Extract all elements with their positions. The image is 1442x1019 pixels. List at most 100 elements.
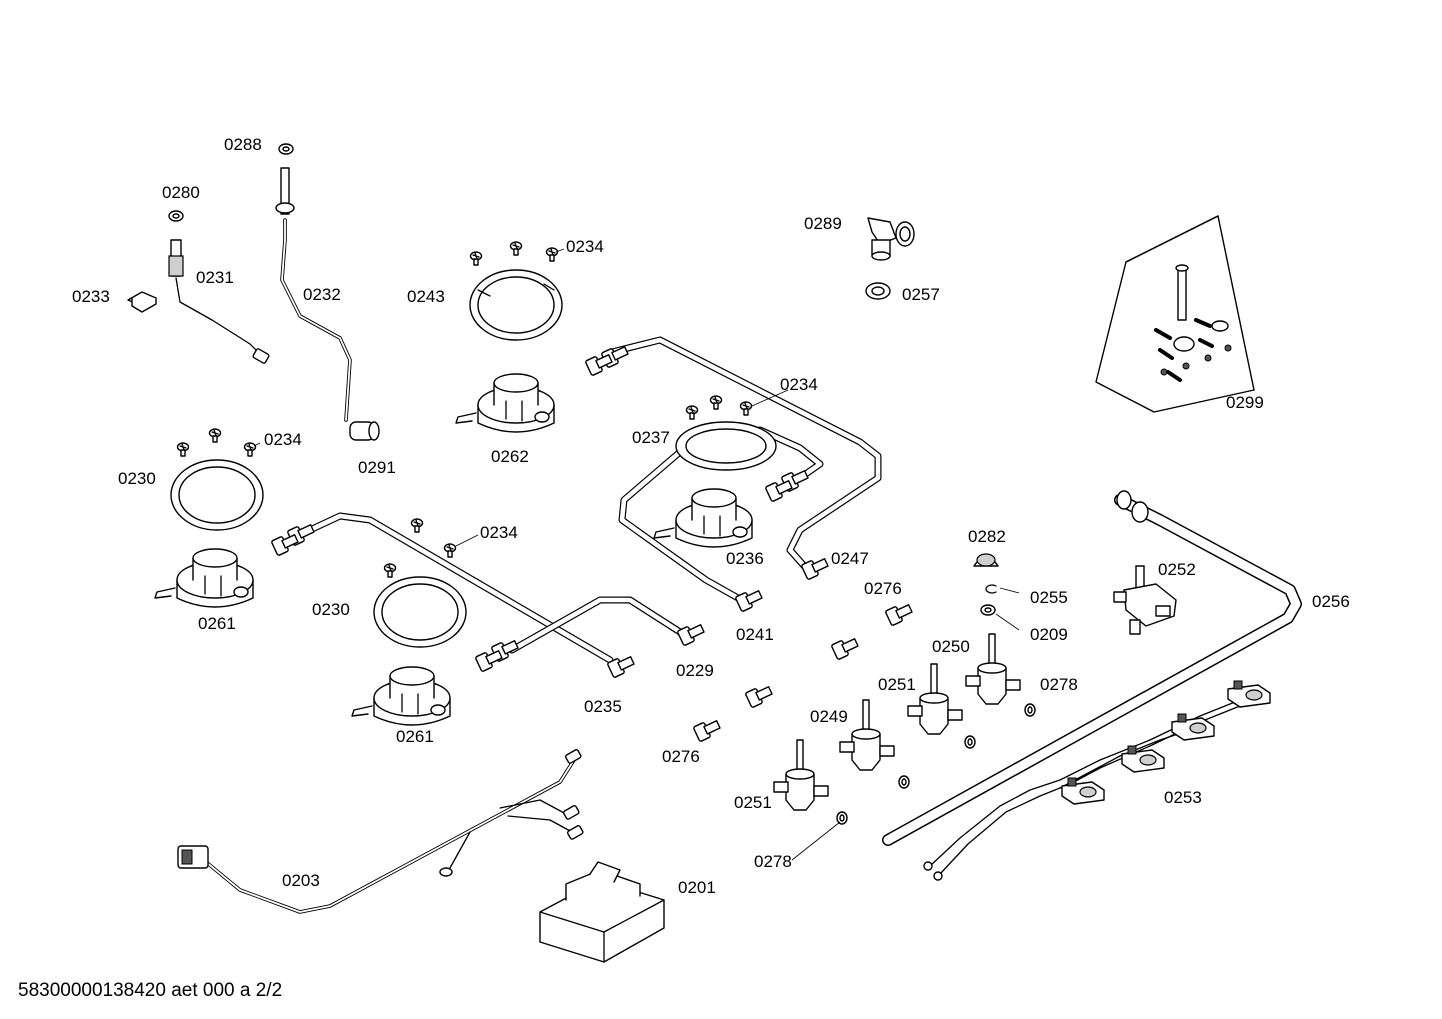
label-0251-b: 0251 <box>734 793 772 812</box>
label-0289: 0289 <box>804 214 842 233</box>
label-0201: 0201 <box>678 878 716 897</box>
label-0251-a: 0251 <box>878 675 916 694</box>
label-0262: 0262 <box>491 447 529 466</box>
label-0241: 0241 <box>736 625 774 644</box>
washer-0280 <box>168 210 184 222</box>
label-0232: 0232 <box>303 285 341 304</box>
elbow-fitting-0289 <box>867 217 915 261</box>
pipe-end-0229 <box>676 624 705 647</box>
burner-cup-0261-lower <box>351 666 451 726</box>
gas-pipe-left-burner <box>306 512 614 664</box>
screw-0234-d1 <box>410 518 424 533</box>
label-0203: 0203 <box>282 871 320 890</box>
label-0255: 0255 <box>1030 588 1068 607</box>
gasket-ring-0230-upper <box>170 459 264 531</box>
nut-0278-d <box>836 811 848 825</box>
clip-0233 <box>127 291 157 313</box>
label-0236: 0236 <box>726 549 764 568</box>
gasket-ring-0243 <box>469 269 563 341</box>
wiring-loom-0203 <box>204 758 576 914</box>
label-0249: 0249 <box>810 707 848 726</box>
label-0229: 0229 <box>676 661 714 680</box>
gasket-ring-0237 <box>675 421 777 471</box>
label-0230-a: 0230 <box>118 469 156 488</box>
screw-0234-d2 <box>443 543 457 558</box>
label-0234-c: 0234 <box>264 430 302 449</box>
label-0253: 0253 <box>1164 788 1202 807</box>
gas-valve-0250 <box>965 633 1021 705</box>
screw-0234-a1 <box>469 251 483 266</box>
nut-0278-a <box>1024 703 1036 717</box>
knob-0282 <box>973 553 999 567</box>
injector-0276-d <box>692 720 721 743</box>
label-0282: 0282 <box>968 527 1006 546</box>
ring-terminals-0253 <box>923 861 943 881</box>
burner-cup-0262 <box>455 373 555 433</box>
spark-module-0253-2 <box>1171 713 1215 741</box>
label-0280: 0280 <box>162 183 200 202</box>
gasket-ring-0230-lower <box>373 576 467 648</box>
screw-0234-d3 <box>383 563 397 578</box>
label-0247: 0247 <box>831 549 869 568</box>
spark-module-0253-4 <box>1061 777 1105 805</box>
spade-terminals-0203 <box>439 749 584 877</box>
nut-0278-c <box>898 775 910 789</box>
spark-module-0253-1 <box>1227 680 1271 708</box>
label-0237: 0237 <box>632 428 670 447</box>
spare-parts-bag-0299 <box>1095 215 1255 413</box>
wire-connector-0203 <box>177 845 209 869</box>
circlip-0255 <box>985 584 997 594</box>
washer-0257 <box>865 282 891 300</box>
valve-block-0252 <box>1113 565 1177 635</box>
burner-cup-0261-upper <box>154 548 254 608</box>
pipe-end-0241 <box>734 590 763 613</box>
spark-generator-0201 <box>539 861 665 963</box>
burner-cup-0236 <box>653 488 753 548</box>
gas-valve-0251-upper <box>907 663 963 735</box>
screw-0234-a2 <box>509 241 523 256</box>
label-0291: 0291 <box>358 458 396 477</box>
label-0276-a: 0276 <box>864 579 902 598</box>
thermocouple-0232 <box>275 167 352 422</box>
screw-0234-b1 <box>176 442 190 457</box>
screw-0234-c2 <box>709 395 723 410</box>
main-gas-rail <box>882 494 1302 846</box>
connector-0291 <box>349 421 380 441</box>
gas-pipe-front-burner <box>508 596 684 654</box>
screw-0234-c1 <box>685 405 699 420</box>
screw-0234-c3 <box>739 401 753 416</box>
label-0234-d: 0234 <box>480 523 518 542</box>
label-0261-a: 0261 <box>198 614 236 633</box>
label-0250: 0250 <box>932 637 970 656</box>
label-0261-b: 0261 <box>396 727 434 746</box>
screw-0234-b2 <box>208 428 222 443</box>
gas-valve-0251-lower <box>773 739 829 811</box>
label-0235: 0235 <box>584 697 622 716</box>
spade-terminal-0231 <box>252 348 270 364</box>
label-0233: 0233 <box>72 287 110 306</box>
label-0234-b: 0234 <box>780 375 818 394</box>
label-0256: 0256 <box>1312 592 1350 611</box>
label-0276-b: 0276 <box>662 747 700 766</box>
washer-0288 <box>278 143 294 155</box>
label-0234-a: 0234 <box>566 237 604 256</box>
document-footer-id: 58300000138420 aet 000 a 2/2 <box>18 980 283 1001</box>
label-0252: 0252 <box>1158 560 1196 579</box>
label-0288: 0288 <box>224 135 262 154</box>
screw-0234-b3 <box>243 442 257 457</box>
gas-pipe-right-burner <box>608 336 882 572</box>
leader-lines <box>253 248 1020 861</box>
spark-module-0253-3 <box>1121 745 1165 773</box>
label-0257: 0257 <box>902 285 940 304</box>
injector-0276-a <box>884 604 913 627</box>
injector-0276-b <box>830 638 859 661</box>
rail-end-fitting <box>1116 490 1149 523</box>
screw-0234-a3 <box>545 247 559 262</box>
injector-0276-c <box>744 686 773 709</box>
label-0278-b: 0278 <box>754 852 792 871</box>
label-0231: 0231 <box>196 268 234 287</box>
washer-0209 <box>980 604 996 616</box>
label-0209: 0209 <box>1030 625 1068 644</box>
label-0299: 0299 <box>1226 393 1264 412</box>
